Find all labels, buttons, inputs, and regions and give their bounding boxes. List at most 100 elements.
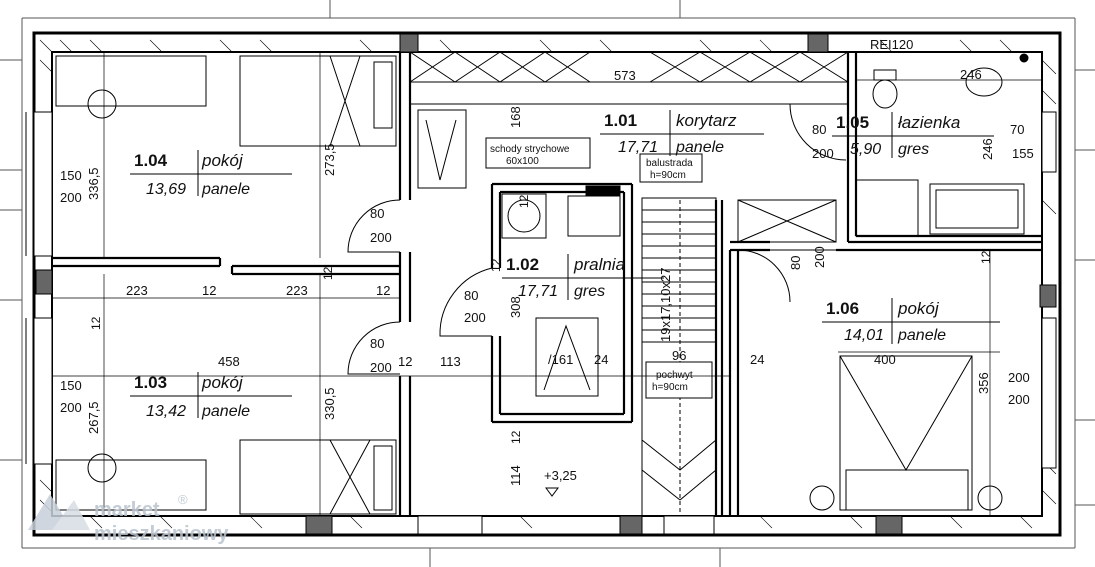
dim-336-5: 336,5 <box>86 167 101 200</box>
dim-200-b: 200 <box>370 230 392 245</box>
dim-12-b: 12 <box>202 283 216 298</box>
room-name: pokój <box>897 299 940 318</box>
room-name: pokój <box>201 151 244 170</box>
windows <box>33 111 1057 535</box>
dim-12-c: 12 <box>376 283 390 298</box>
dim-273-5: 273,5 <box>322 143 337 176</box>
dim-330-5: 330,5 <box>322 387 337 420</box>
dim-150-b: 150 <box>60 378 82 393</box>
room-name: pralnia <box>573 255 625 274</box>
dim-80-b: 80 <box>370 336 384 351</box>
room-finish: panele <box>897 327 946 344</box>
laundry-fixtures <box>501 185 621 397</box>
level-mark: +3,25 <box>544 468 577 483</box>
staircase <box>641 197 717 517</box>
dim-113: 113 <box>440 354 461 369</box>
dim-80-c: 80 <box>464 288 478 303</box>
notes: REI120 schody strychowe 60x100 balustrad… <box>485 37 913 497</box>
dim-12-i: 12 <box>489 258 503 272</box>
dim-70: 70 <box>1010 122 1024 137</box>
bathroom-fixtures <box>789 53 1029 237</box>
room-finish: panele <box>201 181 250 198</box>
dim-267-5: 267,5 <box>86 401 101 434</box>
dim-114: 114 <box>508 465 523 486</box>
balustrade-label-2: h=90cm <box>650 170 686 181</box>
watermark: market ® mieszkaniowy <box>28 492 229 545</box>
dim-200-d: 200 <box>370 360 392 375</box>
handrail-label-1: pochwyt <box>656 370 693 381</box>
room-number: 1.02 <box>506 255 539 274</box>
dim-356: 356 <box>976 372 991 394</box>
dim-246: 246 <box>960 67 982 82</box>
dim-155: 155 <box>1012 146 1034 161</box>
room-number: 1.06 <box>826 299 859 318</box>
room-finish: gres <box>898 141 929 158</box>
room-1-05: 1.05 łazienka 5,90 gres <box>832 112 994 158</box>
dim-24-a: 24 <box>594 352 608 367</box>
dim-150-a: 150 <box>60 168 82 183</box>
dim-96: 96 <box>672 348 686 363</box>
dim-246-b: 246 <box>980 138 995 160</box>
dim-200-h: 200 <box>1008 370 1030 385</box>
room-finish: panele <box>675 139 724 156</box>
dim-458: 458 <box>218 354 240 369</box>
room-name: korytarz <box>676 111 737 130</box>
room-area: 17,71 <box>618 139 658 156</box>
room-1-01: 1.01 korytarz 17,71 panele <box>600 110 764 156</box>
dim-12-f: 12 <box>517 194 531 208</box>
dim-200-a: 200 <box>60 190 82 205</box>
dim-200-g: 200 <box>812 146 834 161</box>
attic-stairs-label-1: schody strychowe <box>490 144 570 155</box>
dim-12-h: 12 <box>979 250 993 264</box>
dim-80-a: 80 <box>370 206 384 221</box>
dim-223-a: 223 <box>126 283 148 298</box>
room-area: 17,71 <box>518 283 558 300</box>
watermark-brand-2: mieszkaniowy <box>94 523 229 545</box>
balustrade-label-1: balustrada <box>646 158 693 169</box>
room-name: pokój <box>201 373 244 392</box>
room-finish: panele <box>201 403 250 420</box>
dim-12-g: 12 <box>509 430 523 444</box>
dim-80-d: 80 <box>788 256 803 270</box>
dim-12-a: 12 <box>321 266 335 280</box>
dim-200-f: 200 <box>812 246 827 268</box>
room-finish: gres <box>574 283 605 300</box>
dim-24-b: 24 <box>750 352 764 367</box>
room-labels: 1.04 pokój 13,69 panele 1.03 pokój 13,42… <box>130 110 1000 420</box>
room-1-04: 1.04 pokój 13,69 panele <box>130 150 292 198</box>
stairs-spec: 19x17,10x27 <box>658 268 673 342</box>
dim-223-b: 223 <box>286 283 308 298</box>
dim-200-e: 200 <box>464 310 486 325</box>
watermark-brand-1: market <box>94 499 160 521</box>
room-1-02: 1.02 pralnia 17,71 gres <box>502 254 664 300</box>
dim-308: 308 <box>508 296 523 318</box>
fire-rating: REI120 <box>870 37 913 52</box>
door-swings <box>347 199 837 375</box>
room-area: 13,42 <box>146 403 186 420</box>
dim-80-e: 80 <box>812 122 826 137</box>
room-1-06: 1.06 pokój 14,01 panele <box>822 298 1000 344</box>
room-area: 5,90 <box>850 141 881 158</box>
dim-161: /161 <box>548 352 573 367</box>
room-name: łazienka <box>898 113 960 132</box>
dimensions: 573 246 168 273,5 336,5 150 200 80 200 1… <box>60 67 1034 486</box>
furniture <box>55 55 1003 515</box>
handrail-label-2: h=90cm <box>652 382 688 393</box>
columns <box>35 33 1057 535</box>
dim-573: 573 <box>614 68 636 83</box>
dim-400: 400 <box>874 352 896 367</box>
room-number: 1.04 <box>134 151 168 170</box>
dim-12-d: 12 <box>89 316 103 330</box>
interior-walls <box>52 52 1042 516</box>
dimension-lines <box>52 52 1042 516</box>
attic-stairs <box>417 109 467 189</box>
room-area: 13,69 <box>146 181 186 198</box>
dim-12-e: 12 <box>398 354 412 369</box>
room-number: 1.01 <box>604 111 637 130</box>
room-1-03: 1.03 pokój 13,42 panele <box>130 372 292 420</box>
room-area: 14,01 <box>844 327 884 344</box>
room-number: 1.05 <box>836 113 869 132</box>
dim-168: 168 <box>508 106 523 128</box>
